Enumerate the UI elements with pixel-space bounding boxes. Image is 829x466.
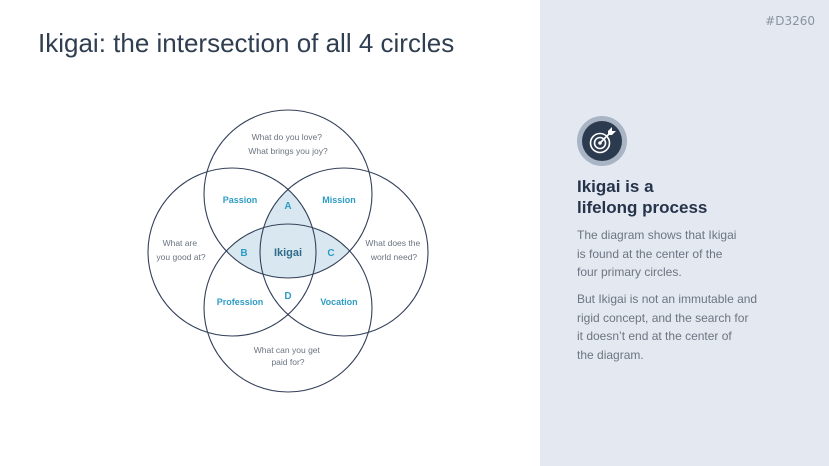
label-good-at: What are you good at? (156, 238, 205, 262)
circle-good-at (147, 167, 317, 337)
label-world-needs: What does the world need? (365, 238, 422, 262)
target-dart-icon (577, 116, 627, 166)
highlight-region-d (260, 224, 372, 278)
letter-b: B (240, 248, 247, 259)
label-love: What do you love? What brings you joy? (248, 132, 328, 156)
label-mission: Mission (322, 195, 356, 205)
label-passion: Passion (223, 195, 258, 205)
label-profession: Profession (217, 297, 264, 307)
label-vocation: Vocation (320, 297, 357, 307)
slide-code: #D3260 (765, 14, 815, 28)
panel-paragraph-2: But Ikigai is not an immutable and rigid… (577, 292, 758, 362)
slide-title: Ikigai: the intersection of all 4 circle… (38, 28, 455, 58)
panel-paragraph-1: The diagram shows that Ikigai is found a… (577, 228, 737, 279)
circle-world-needs (259, 167, 429, 337)
label-ikigai-center: Ikigai (274, 247, 302, 259)
highlight-region-b (204, 224, 316, 278)
letter-d: D (284, 291, 291, 302)
label-paid-for: What can you get paid for? (254, 345, 323, 367)
panel-heading: Ikigai is a lifelong process (577, 177, 708, 217)
circle-love (203, 109, 373, 279)
side-panel: #D3260 Ikigai is a lifelong process The … (540, 0, 829, 466)
letter-c: C (327, 248, 334, 259)
circle-paid-for (203, 223, 373, 393)
highlight-region-a (260, 168, 316, 278)
letter-a: A (284, 201, 291, 212)
ikigai-venn-diagram: What do you love? What brings you joy? W… (147, 109, 429, 393)
